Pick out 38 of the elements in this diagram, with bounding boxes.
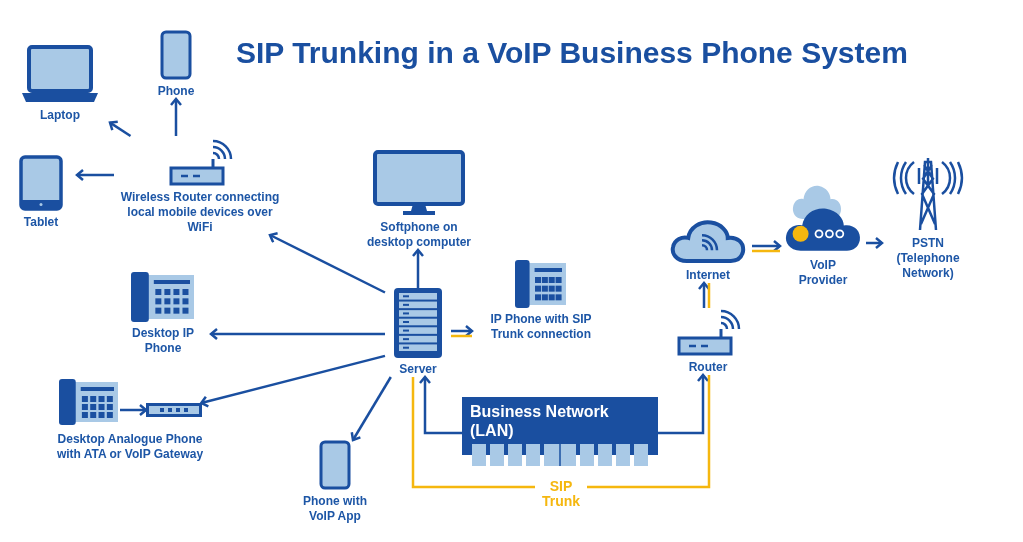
- diagram-title: SIP Trunking in a VoIP Business Phone System: [236, 36, 908, 70]
- arrow: [866, 236, 884, 250]
- arrow: [200, 354, 386, 408]
- arrow: [108, 120, 132, 138]
- arrow: [268, 231, 386, 294]
- arrow: [418, 375, 462, 435]
- arrow: [697, 281, 711, 308]
- node-label: Tablet: [23, 215, 59, 230]
- node-label: Desktop IP Phone: [131, 326, 195, 356]
- arrow: [75, 168, 114, 182]
- device-label: Desktop Analogue Phone with ATA or VoIP Gateway: [55, 432, 205, 462]
- node-label: Phone with VoIP App: [302, 494, 368, 524]
- node-label: Softphone on desktop computer: [366, 220, 472, 250]
- arrow: [350, 376, 392, 442]
- node-label: IP Phone with SIP Trunk connection: [489, 312, 593, 342]
- node-label: PSTN (Telephone Network): [895, 236, 961, 281]
- edge-label: SIP Trunk: [535, 479, 587, 509]
- node-label: VoIP Provider: [797, 258, 849, 288]
- node-label: Wireless Router connecting local mobile devices over WiFi: [120, 190, 280, 235]
- switch-label: Business Network (LAN): [470, 402, 610, 440]
- arrow: [209, 327, 385, 341]
- arrow: [120, 403, 148, 417]
- arrow: [169, 97, 183, 136]
- node-label: Router: [688, 360, 728, 375]
- connector-line: [411, 375, 711, 489]
- connector-line: [451, 334, 472, 338]
- arrow: [451, 324, 474, 338]
- desk-phone-icon: [58, 379, 120, 425]
- arrow: [411, 248, 425, 288]
- connector-line: [707, 283, 711, 308]
- arrow: [752, 239, 782, 253]
- node-label: Server: [399, 362, 437, 377]
- node-label: Phone: [157, 84, 195, 99]
- connector-line: [752, 249, 780, 253]
- arrow: [658, 373, 710, 435]
- adapter-box: [146, 403, 202, 417]
- node-label: Internet: [686, 268, 730, 283]
- node-label: Laptop: [40, 108, 80, 123]
